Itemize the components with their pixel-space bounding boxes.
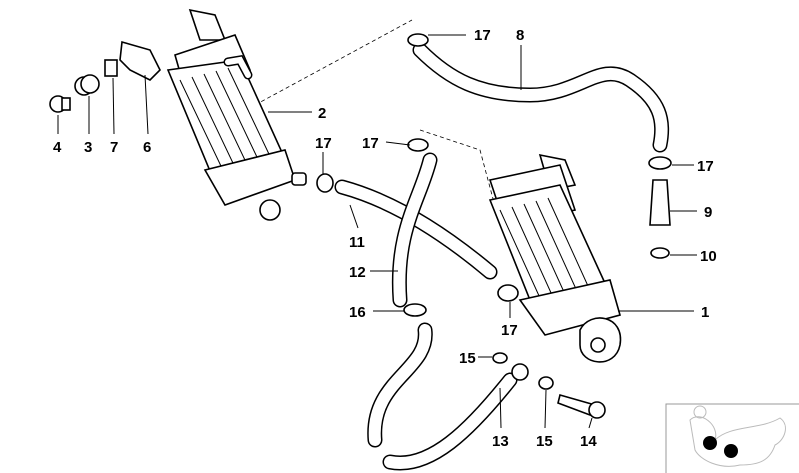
bracket-6 <box>119 40 161 81</box>
nipple-9 <box>649 179 671 226</box>
label-clamp-top: 17 <box>474 27 491 44</box>
motorcycle-thumbnail <box>665 403 799 473</box>
seal-15-lower <box>538 376 554 390</box>
bolt-14-head <box>588 401 606 419</box>
label-bracket-6: 6 <box>143 139 151 156</box>
label-seal-15-upper: 15 <box>459 350 476 367</box>
label-clamp-16: 16 <box>349 304 366 321</box>
oil-cooler-right <box>488 153 622 363</box>
label-oring-10: 10 <box>700 248 717 265</box>
label-hose-11: 11 <box>349 234 365 251</box>
label-nipple-9: 9 <box>704 204 712 221</box>
pipe-banjo <box>511 363 529 381</box>
seal-15-upper <box>492 352 508 364</box>
label-hose-12: 12 <box>349 264 366 281</box>
label-hose-8: 8 <box>516 27 524 44</box>
oil-cooler-left <box>166 8 307 221</box>
label-washer-4: 4 <box>53 139 62 156</box>
leader-lines <box>57 34 697 429</box>
label-cooler-1: 1 <box>701 304 709 321</box>
label-nut-clip-7: 7 <box>110 139 118 156</box>
label-clamp-mid: 17 <box>362 135 379 152</box>
nut-clip-7 <box>104 59 118 77</box>
oring-10 <box>650 247 670 259</box>
hose-12 <box>391 152 438 308</box>
label-seal-15-lower: 15 <box>536 433 553 450</box>
label-bolt-14: 14 <box>580 433 597 450</box>
washer-4-stem <box>61 97 71 111</box>
label-clamp-bottom: 17 <box>501 322 518 339</box>
grommet-3b <box>80 74 100 94</box>
hose-8 <box>412 42 670 153</box>
lower-hose <box>367 322 518 471</box>
label-clamp-left: 17 <box>315 135 332 152</box>
label-pipe-13: 13 <box>492 433 509 450</box>
label-clamp-right: 17 <box>697 158 714 175</box>
label-grommet-3: 3 <box>84 139 92 156</box>
hose-clamps <box>316 33 672 317</box>
label-cooler-2: 2 <box>318 105 326 122</box>
reference-line <box>254 19 413 106</box>
